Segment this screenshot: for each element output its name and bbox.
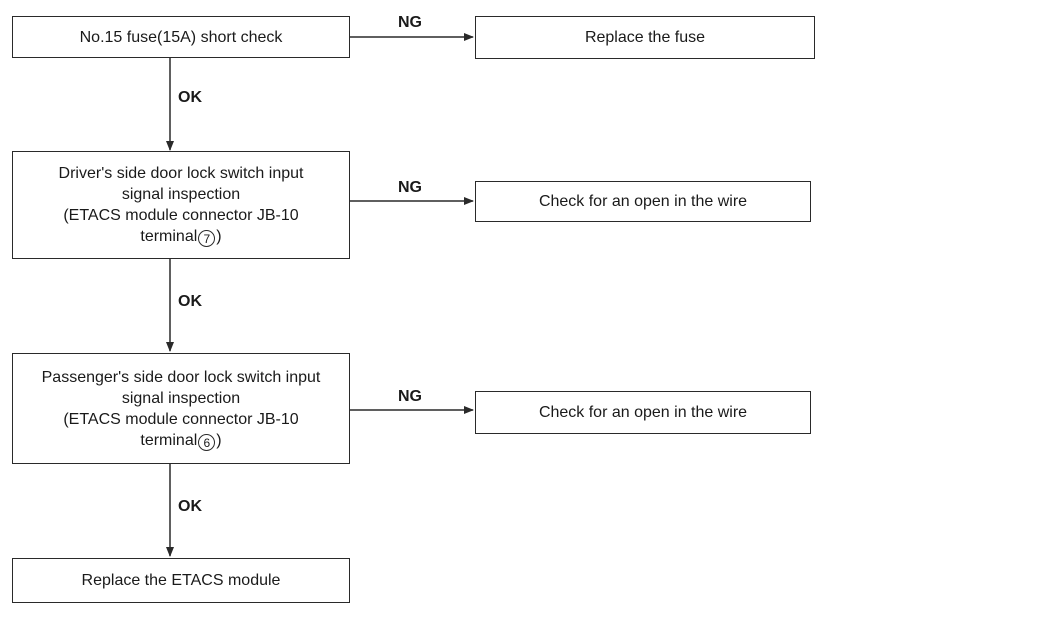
ok-label-1: OK <box>178 89 202 106</box>
step-fuse-short-check: No.15 fuse(15A) short check <box>12 16 350 58</box>
outcome-replace-fuse-label: Replace the fuse <box>584 29 706 46</box>
step-passenger-terminal-prefix: terminal <box>140 431 198 449</box>
step-passenger-line-3: (ETACS module connector JB-10 <box>63 410 299 428</box>
ng-label-1: NG <box>398 14 422 31</box>
step-replace-etacs-module-label: Replace the ETACS module <box>81 572 281 589</box>
outcome-check-open-wire-driver: Check for an open in the wire <box>475 181 811 222</box>
step-passenger-line-1: Passenger's side door lock switch input <box>41 368 321 386</box>
outcome-check-open-wire-driver-label: Check for an open in the wire <box>538 193 748 210</box>
ng-label-3: NG <box>398 388 422 405</box>
step-driver-line-2: signal inspection <box>121 186 241 203</box>
step-driver-line-1: Driver's side door lock switch input <box>58 165 304 182</box>
step-replace-etacs-module: Replace the ETACS module <box>12 558 350 603</box>
step-passenger-terminal-suffix: ) <box>216 431 222 449</box>
ng-label-2: NG <box>398 179 422 196</box>
outcome-check-open-wire-passenger: Check for an open in the wire <box>475 391 811 434</box>
step-driver-switch-inspection: Driver's side door lock switch input sig… <box>12 151 350 259</box>
step-driver-terminal-prefix: terminal <box>140 228 198 245</box>
outcome-replace-fuse: Replace the fuse <box>475 16 815 59</box>
terminal-number-badge: 7 <box>198 230 216 247</box>
step-passenger-switch-inspection: Passenger's side door lock switch input … <box>12 353 350 464</box>
terminal-number-badge: 6 <box>198 433 216 451</box>
step-driver-terminal-suffix: ) <box>216 228 222 245</box>
step-passenger-line-2: signal inspection <box>121 389 241 407</box>
step-driver-line-3: (ETACS module connector JB-10 <box>63 207 299 224</box>
outcome-check-open-wire-passenger-label: Check for an open in the wire <box>538 404 748 421</box>
step-fuse-short-check-label: No.15 fuse(15A) short check <box>79 28 283 46</box>
ok-label-2: OK <box>178 293 202 310</box>
ok-label-3: OK <box>178 498 202 515</box>
